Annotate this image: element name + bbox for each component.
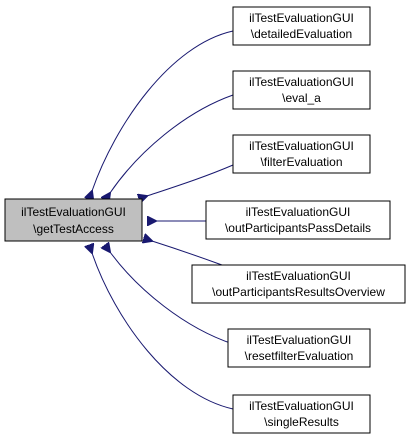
- node-label-line1: ilTestEvaluationGUI: [247, 333, 352, 347]
- node-detailedEvaluation[interactable]: ilTestEvaluationGUI \detailedEvaluation: [232, 6, 371, 46]
- node-label-line2: \detailedEvaluation: [251, 27, 352, 41]
- node-box: [232, 134, 371, 174]
- node-outParticipantsPassDetails[interactable]: ilTestEvaluationGUI \outParticipantsPass…: [205, 200, 391, 240]
- edge-detailed: [92, 30, 234, 191]
- node-label-line1: ilTestEvaluationGUI: [246, 205, 351, 219]
- node-label-line2: \filterEvaluation: [260, 155, 342, 169]
- edge-reset: [110, 252, 234, 345]
- edge-eval-a: [110, 94, 234, 193]
- node-eval_a[interactable]: ilTestEvaluationGUI \eval_a: [232, 70, 371, 110]
- node-box: [232, 6, 371, 46]
- node-label-line1: ilTestEvaluationGUI: [246, 269, 351, 283]
- edge-out-results: [152, 241, 223, 266]
- node-box: [191, 264, 406, 304]
- edges: [92, 30, 234, 410]
- node-singleResults[interactable]: ilTestEvaluationGUI \singleResults: [232, 394, 371, 434]
- node-box: [232, 394, 371, 434]
- node-resetfilterEvaluation[interactable]: ilTestEvaluationGUI \resetfilterEvaluati…: [227, 328, 371, 368]
- node-source-label-line1: ilTestEvaluationGUI: [21, 205, 126, 219]
- node-box: [232, 70, 371, 110]
- node-label-line2: \singleResults: [264, 415, 339, 429]
- node-label-line1: ilTestEvaluationGUI: [249, 139, 354, 153]
- node-outParticipantsResultsOverview[interactable]: ilTestEvaluationGUI \outParticipantsResu…: [191, 264, 406, 304]
- node-label-line2: \outParticipantsResultsOverview: [212, 285, 385, 299]
- node-box: [227, 328, 371, 368]
- node-label-line1: ilTestEvaluationGUI: [249, 11, 354, 25]
- edge-single: [92, 253, 234, 410]
- node-source-box: [4, 198, 143, 242]
- node-label-line2: \resetfilterEvaluation: [245, 349, 354, 363]
- node-box: [205, 200, 391, 240]
- node-label-line1: ilTestEvaluationGUI: [249, 75, 354, 89]
- node-filterEvaluation[interactable]: ilTestEvaluationGUI \filterEvaluation: [232, 134, 371, 174]
- node-label-line1: ilTestEvaluationGUI: [249, 399, 354, 413]
- node-source-label-line2: \getTestAccess: [33, 222, 114, 236]
- node-source-getTestAccess[interactable]: ilTestEvaluationGUI \getTestAccess: [4, 198, 143, 242]
- node-label-line2: \eval_a: [282, 91, 321, 105]
- node-label-line2: \outParticipantsPassDetails: [225, 221, 371, 235]
- edge-filter: [147, 164, 234, 196]
